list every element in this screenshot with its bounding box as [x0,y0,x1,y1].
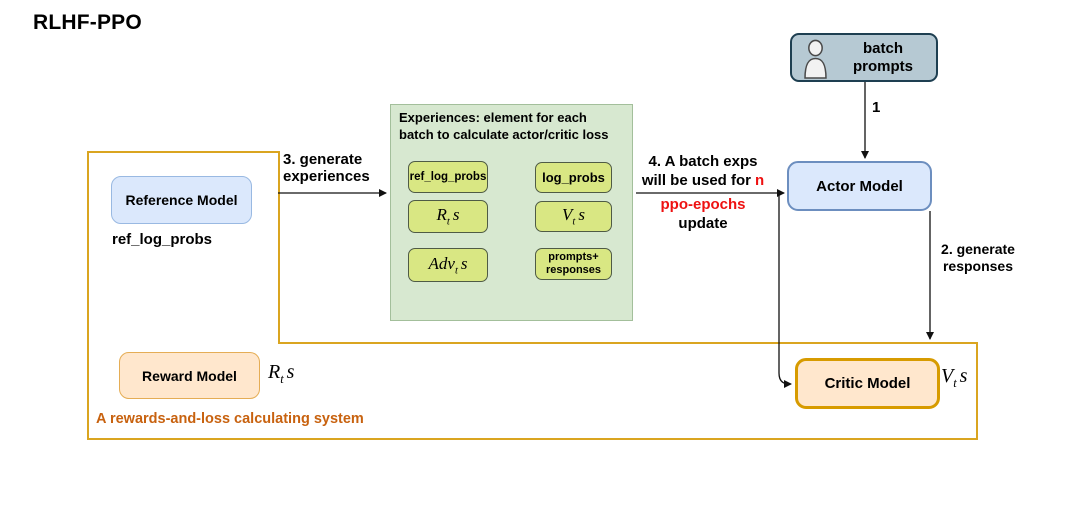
reference-model-node: Reference Model [111,176,252,224]
diagram-title: RLHF-PPO [33,11,142,34]
edge-label-1: 1 [872,99,881,116]
exp-item-label: ref_log_probs [409,171,487,183]
edge-label-4-line4: update [678,215,728,232]
exp-item-label: log_probs [542,170,605,185]
reward-model-node: Reward Model [119,352,260,399]
system-boundary-outline [87,151,978,440]
batch-prompts-label: batch prompts [853,39,913,75]
exp-item-label: prompts+ responses [545,251,602,276]
experiences-title: Experiences: element for each batch to c… [399,110,609,142]
critic-model-label: Critic Model [824,375,911,392]
critic-model-node: Critic Model [795,358,940,409]
edge-experiences-to-critic [778,193,792,388]
actor-model-label: Actor Model [816,177,903,195]
exp-item-prompts-responses: prompts+ responses [535,248,612,280]
batch-prompts-node: batch prompts [790,33,938,82]
edge-label-4-line1: 4. A batch exps [648,153,758,170]
actor-model-node: Actor Model [787,161,932,211]
system-caption: A rewards-and-loss calculating system [96,411,364,427]
reward-model-label: Reward Model [142,367,237,384]
reference-model-label: Reference Model [125,192,238,208]
edge-label-3: 3. generate experiences [283,151,370,185]
exp-item-ref-log-probs: ref_log_probs [408,161,488,193]
edge-label-4-line3: ppo-epochs [660,196,746,213]
exp-item-log-probs: log_probs [535,162,612,193]
ref-log-probs-label: ref_log_probs [112,231,213,248]
edge-label-2: 2. generate responses [941,241,1015,274]
person-icon [804,39,827,79]
